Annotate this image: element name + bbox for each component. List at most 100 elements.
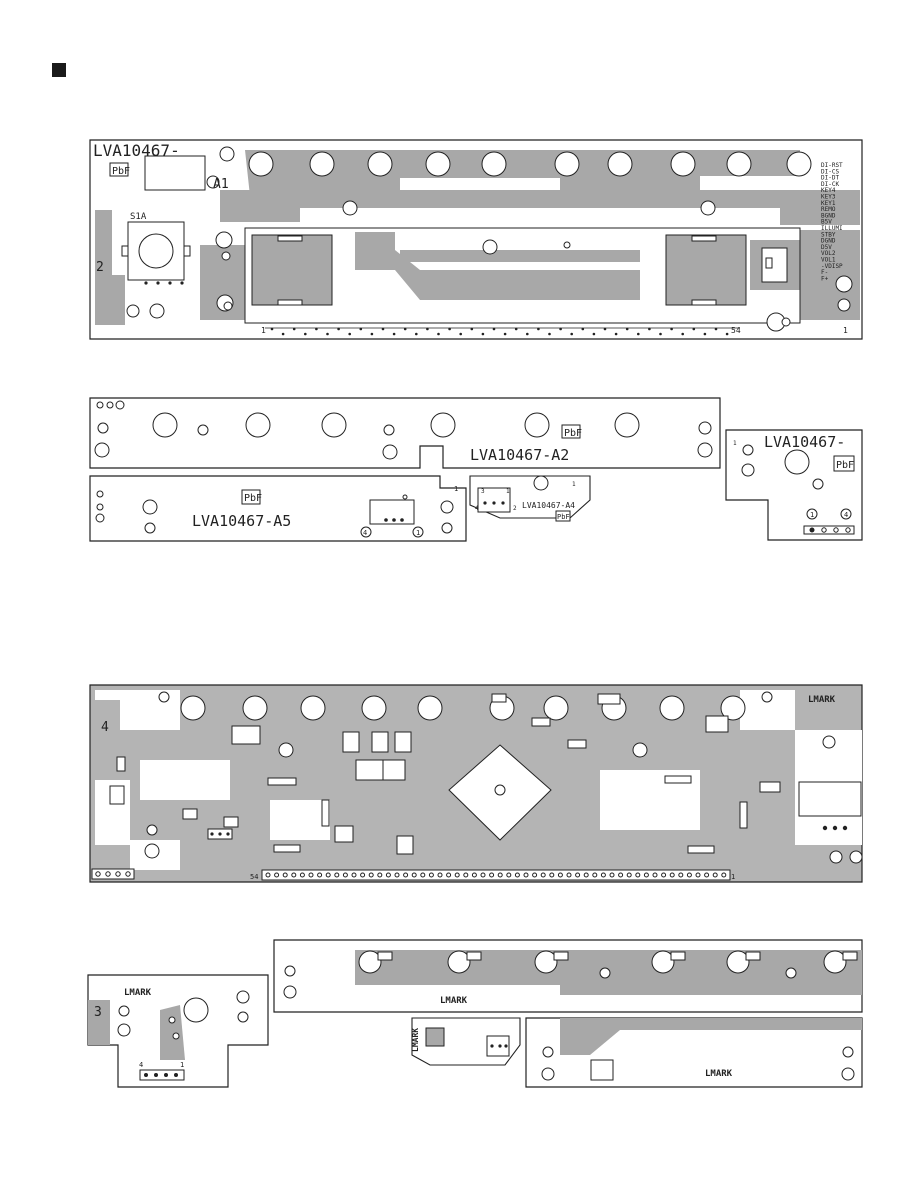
- connector-pin: [618, 872, 624, 878]
- connector-pin: [626, 872, 632, 878]
- connector-pin: [600, 872, 606, 878]
- connector-pin: [506, 872, 512, 878]
- connector-pin: [454, 872, 460, 878]
- a3-pbf-mark: PbF: [836, 460, 854, 471]
- board-d: LMARK: [411, 1017, 521, 1066]
- board-a3: LVA10467- PbF 1 1 4: [725, 429, 863, 541]
- connector-pin: [437, 872, 443, 878]
- connector-pin: [712, 872, 718, 878]
- board3-pin-4: 4: [139, 1061, 143, 1069]
- connector-pin: [566, 872, 572, 878]
- connector-pin: [463, 872, 469, 878]
- board-e-lmark: LMARK: [705, 1069, 733, 1079]
- connector-pin: [669, 872, 675, 878]
- a3-pin-1: 1: [810, 511, 814, 519]
- board-3: 3 LMARK 4 1: [87, 974, 269, 1088]
- signal-label: -VDISP: [821, 263, 843, 270]
- connector-pin: [681, 332, 684, 336]
- board1-pin-last: 54: [731, 326, 741, 335]
- board-c-lmark: LMARK: [440, 996, 468, 1006]
- signal-label: B5V: [821, 219, 832, 226]
- board1-section-number: 2: [96, 260, 104, 275]
- connector-pin: [394, 872, 400, 878]
- signal-label: DI-CK: [821, 181, 839, 188]
- connector-pin: [325, 872, 331, 878]
- connector-pin: [299, 872, 305, 878]
- connector-pin: [115, 871, 121, 877]
- signal-label: DGND: [821, 238, 836, 245]
- connector-pin: [721, 872, 727, 878]
- signal-label: ILLUMI: [821, 225, 843, 232]
- connector-pin: [351, 872, 357, 878]
- connector-pin: [95, 871, 101, 877]
- connector-pin: [557, 872, 563, 878]
- a2-part-number: LVA10467-A2: [470, 446, 569, 464]
- board1-pin-first: 1: [261, 326, 266, 335]
- connector-pin: [540, 872, 546, 878]
- connector-pin: [342, 872, 348, 878]
- connector-pin: [703, 332, 707, 336]
- connector-pin: [583, 872, 589, 878]
- connector-pin: [635, 872, 641, 878]
- connector-pin: [105, 871, 111, 877]
- a3-pin-r: 1: [733, 440, 737, 447]
- a4-pbf-mark: PbF: [557, 513, 570, 521]
- connector-pin: [459, 332, 463, 336]
- board3-pin-1: 1: [180, 1061, 184, 1069]
- board1-pbf-mark: PbF: [112, 166, 130, 177]
- a5-pin-c: 1: [454, 485, 458, 493]
- signal-label: DI-CS: [821, 168, 839, 175]
- connector-pin: [570, 332, 573, 336]
- board3-section-number: 3: [94, 1005, 102, 1020]
- connector-pin: [368, 872, 374, 878]
- connector-pin: [489, 872, 495, 878]
- connector-pin: [503, 332, 507, 336]
- connector-pin: [659, 332, 662, 336]
- a4-pin-4: 4: [475, 505, 479, 512]
- connector-pin: [514, 872, 520, 878]
- connector-pin: [575, 872, 581, 878]
- connector-pin: [725, 332, 729, 336]
- board-a4: 3 1 4 2 1 LVA10467-A4 PbF: [469, 475, 591, 522]
- board-main-4: 4 LMARK 54 1: [89, 684, 863, 883]
- connector-pin: [678, 872, 684, 878]
- a5-pin-a: 4: [363, 529, 367, 537]
- board1-part-number: LVA10467-: [93, 141, 180, 160]
- connector-pin: [549, 872, 555, 878]
- board4-pin-first: 54: [250, 873, 258, 881]
- connector-pin: [415, 332, 418, 336]
- connector-pin: [480, 872, 486, 878]
- connector-pin: [282, 872, 288, 878]
- board4-lmark: LMARK: [808, 695, 836, 705]
- a5-pbf-mark: PbF: [244, 493, 262, 504]
- connector-pin: [308, 872, 314, 878]
- signal-label: VOL2: [821, 250, 836, 257]
- board-e: LMARK: [525, 1017, 863, 1088]
- connector-pin: [592, 332, 596, 336]
- connector-pin: [317, 872, 323, 878]
- board-a2: PbF LVA10467-A2: [89, 397, 721, 469]
- connector-pin: [274, 872, 280, 878]
- board1-pin-first-right: 1: [843, 326, 848, 335]
- connector-pin: [686, 872, 692, 878]
- connector-pin: [592, 872, 598, 878]
- connector-pin: [125, 871, 131, 877]
- connector-pin: [661, 872, 667, 878]
- a2-pbf-mark: PbF: [564, 428, 582, 439]
- connector-pin: [392, 332, 396, 336]
- board-top-a1: LVA10467- PbF A1 S1A 2 1 54 1 DI-RSTDI-C…: [89, 139, 863, 340]
- connector-pin: [437, 332, 440, 336]
- section-marker-square: [52, 63, 66, 77]
- a4-pin-2: 2: [513, 505, 517, 512]
- connector-pin: [304, 332, 307, 336]
- signal-label: KEY3: [821, 194, 836, 201]
- connector-pin: [614, 332, 618, 336]
- board1-sub-label: A1: [213, 177, 229, 192]
- connector-pin: [428, 872, 434, 878]
- signal-label: VOL1: [821, 257, 836, 264]
- board-c: LMARK: [273, 939, 863, 1013]
- connector-pin: [523, 872, 529, 878]
- board-a5: PbF LVA10467-A5 4 1 1: [89, 475, 467, 542]
- a5-part-number: LVA10467-A5: [192, 512, 291, 530]
